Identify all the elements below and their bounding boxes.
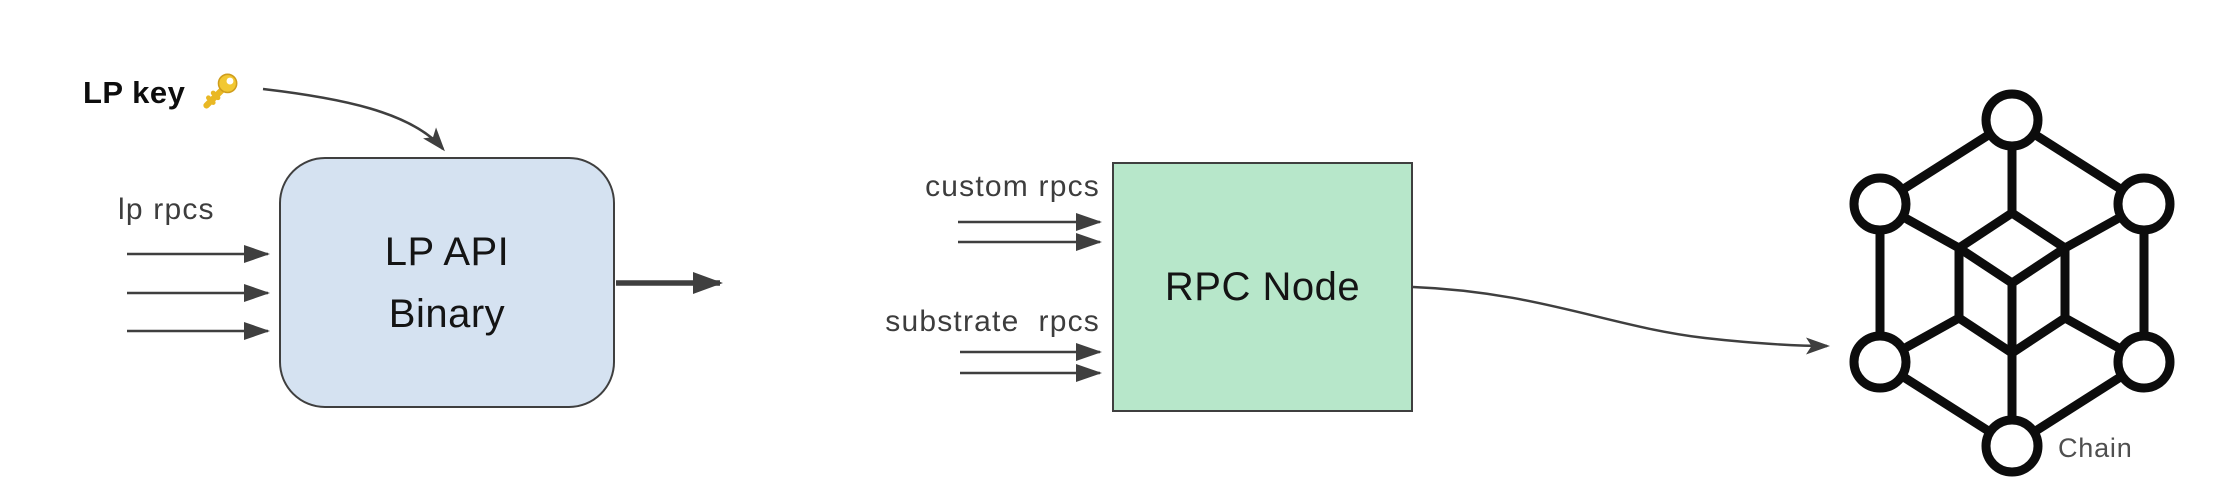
- rpc-node-box: RPC Node: [1112, 162, 1413, 412]
- lp-rpcs-label: lp rpcs: [118, 193, 215, 226]
- key-icon: [203, 73, 238, 109]
- rpc-node-box-label: RPC Node: [1164, 264, 1361, 309]
- substrate-rpcs-arrows: [960, 343, 1102, 382]
- rpc-node-to-chain-arrow: [1412, 285, 1830, 355]
- lp-rpcs-arrows: [127, 245, 270, 340]
- substrate-rpcs-label: substrate rpcs: [885, 305, 1100, 338]
- chain-label: Chain: [2058, 433, 2133, 463]
- custom-rpcs-label: custom rpcs: [925, 170, 1100, 203]
- lp-key-label: LP key: [83, 70, 241, 116]
- lp-key-arrow: [262, 87, 445, 152]
- custom-rpcs-arrows: [958, 213, 1102, 251]
- chain-icon: [1849, 89, 2175, 477]
- lp-api-binary-box: LP API Binary: [279, 157, 615, 408]
- lp-api-box-line1: LP API: [384, 229, 510, 274]
- lp-key-text: LP key: [83, 75, 186, 110]
- lp-api-box-line2: Binary: [388, 291, 506, 336]
